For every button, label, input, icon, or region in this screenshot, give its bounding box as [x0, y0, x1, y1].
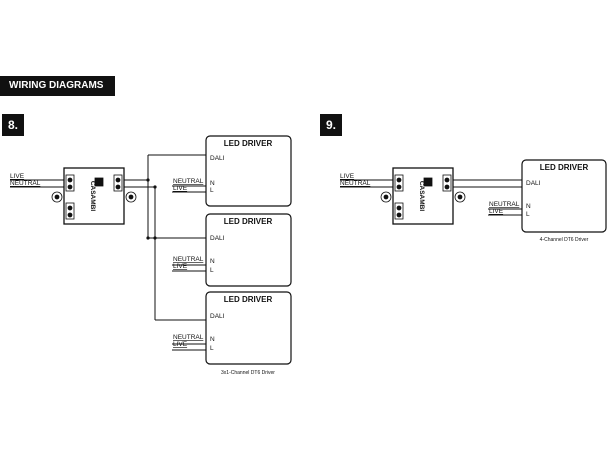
driver-live-label-8c: LIVE	[173, 341, 188, 348]
caption-9: 4-Channel DT6 Driver	[540, 237, 589, 243]
driver-dali-8a: DALI	[210, 155, 225, 162]
driver-dali-8b: DALI	[210, 235, 225, 242]
driver-neutral-label-8c: NEUTRAL	[173, 334, 204, 341]
diagram-number-9: 9.	[320, 114, 342, 136]
terminal-block-icon	[65, 202, 75, 220]
led-driver-box-8a	[205, 135, 292, 207]
terminal-block-icon	[65, 174, 75, 192]
driver-neutral-label-8a: NEUTRAL	[173, 178, 204, 185]
driver-n-8b: N	[210, 258, 215, 265]
driver-neutral-label-9: NEUTRAL	[489, 201, 520, 208]
driver-l-8a: L	[210, 187, 214, 194]
led-driver-box-8b	[205, 213, 292, 287]
status-led-icon	[94, 177, 104, 187]
section-header: WIRING DIAGRAMS	[0, 76, 115, 96]
caption-8: 3x1-Channel DT6 Driver	[221, 370, 275, 376]
terminal-block-icon	[394, 174, 404, 192]
driver-title-9: LED DRIVER	[540, 163, 589, 172]
driver-n-9: N	[526, 203, 531, 210]
driver-title-8b: LED DRIVER	[224, 217, 273, 226]
driver-live-label-8a: LIVE	[173, 185, 188, 192]
input-live-label-8: LIVE	[10, 173, 25, 180]
led-driver-box-9	[521, 159, 607, 233]
status-led-icon	[423, 177, 433, 187]
driver-title-8a: LED DRIVER	[224, 139, 273, 148]
driver-l-8b: L	[210, 267, 214, 274]
driver-title-8c: LED DRIVER	[224, 295, 273, 304]
driver-dali-9: DALI	[526, 180, 541, 187]
driver-l-8c: L	[210, 345, 214, 352]
controller-brand-9: CASAMBI	[418, 181, 425, 212]
diagram-number-8: 8.	[2, 114, 24, 136]
driver-neutral-label-8b: NEUTRAL	[173, 256, 204, 263]
driver-n-8c: N	[210, 336, 215, 343]
terminal-block-icon	[113, 174, 123, 192]
led-driver-box-8c	[205, 291, 292, 365]
driver-dali-8c: DALI	[210, 313, 225, 320]
driver-live-label-8b: LIVE	[173, 263, 188, 270]
driver-l-9: L	[526, 211, 530, 218]
input-neutral-label-8: NEUTRAL	[10, 180, 41, 187]
terminal-block-icon	[394, 202, 404, 220]
input-live-label-9: LIVE	[340, 173, 355, 180]
terminal-block-icon	[442, 174, 452, 192]
controller-brand-8: CASAMBI	[89, 181, 96, 212]
driver-n-8a: N	[210, 180, 215, 187]
driver-live-label-9: LIVE	[489, 208, 504, 215]
input-neutral-label-9: NEUTRAL	[340, 180, 371, 187]
